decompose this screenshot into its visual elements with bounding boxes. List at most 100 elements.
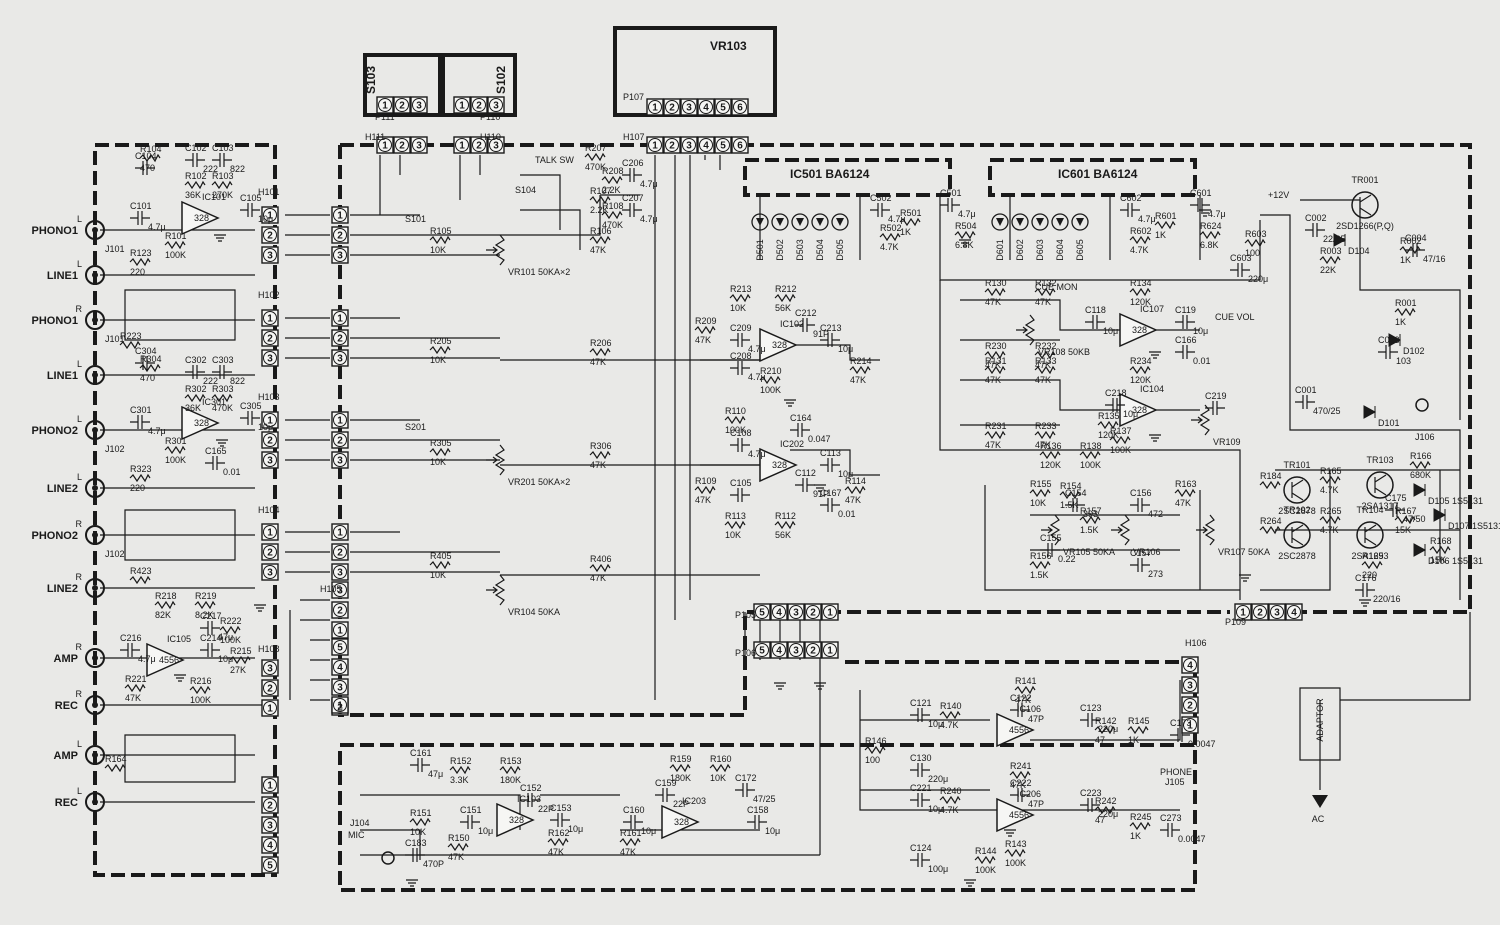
connector-pin-ring-icon [395,98,409,112]
resistor-value: 6.8K [955,240,974,250]
rca-jack-center-icon [92,372,98,378]
potentiometer-wiper-icon [486,456,498,464]
resistor-value: 120K [1040,460,1061,470]
resistor-ref: R219 [195,591,217,601]
resistor-value: 10K [725,530,741,540]
resistor-value: 1K [1400,255,1411,265]
connector-pin [663,98,681,116]
capacitor-value: 222 [203,376,218,386]
resistor-icon [1129,235,1151,245]
opamp-part: 328 [194,418,209,428]
rca-jack-icon [85,478,105,498]
capacitor-value: 822 [230,376,245,386]
capacitor-ref: C207 [622,193,644,203]
connector-pin-ring-icon [263,453,277,467]
resistor-icon [1094,805,1116,815]
resistor-ref: R501 [900,208,922,218]
connector-pin [787,641,805,659]
opamp-ref: IC203 [682,796,706,806]
resistor-value: 47K [850,375,866,385]
transistor-icon [1351,191,1379,219]
opamp-ref: IC102 [780,319,804,329]
resistor-icon [724,520,746,530]
resistor-icon [429,560,451,570]
connector-pin-ring-icon [472,138,486,152]
connector-pin [376,96,394,114]
resistor-ref: R230 [985,341,1007,351]
resistor-icon [774,293,796,303]
connector-pin-ring-icon [395,138,409,152]
resistor-value: 120K [1130,375,1151,385]
resistor-icon [974,855,996,865]
capacitor-ref: C302 [185,355,207,365]
resistor-value: 1K [900,227,911,237]
potentiometer-icon [494,574,506,606]
resistor-icon [1127,725,1149,735]
connector-pin [1251,603,1269,621]
resistor-value: 2.2K [602,185,621,195]
capacitor-icon [870,203,890,217]
capacitor-ref: C160 [623,805,645,815]
resistor-ref: R156 [1030,551,1052,561]
connector-pin [453,136,471,154]
capacitor-value: 10μ [765,826,780,836]
connector-pin [697,136,715,154]
capacitor-icon [1080,713,1100,727]
resistor-value: 47K [985,297,1001,307]
resistor-icon [1109,435,1131,445]
capacitor-ref: C305 [240,401,262,411]
capacitor-icon [795,318,815,332]
connector-label: P106 [735,648,756,658]
capacitor-icon [200,643,220,657]
jack-channel: L [77,259,82,269]
capacitor-ref: C206 [622,158,644,168]
s103-board [363,53,442,117]
capacitor-icon [1305,223,1325,237]
resistor-ref: R154 [1060,481,1082,491]
resistor-ref: R184 [1260,471,1282,481]
resistor-ref: R112 [775,511,796,521]
pin-number: 1 [652,103,658,114]
ground-icon [174,674,186,682]
diode-label: D102 [1403,346,1425,356]
ic501-outline [743,158,952,197]
connector-pin-ring-icon [263,525,277,539]
capacitor-value: 10μ [478,826,493,836]
capacitor-ref: C304 [135,346,157,356]
connector-label: P107 [623,92,644,102]
resistor-value: 100K [725,425,746,435]
pin-number: 2 [669,103,675,114]
resistor-ref: R218 [155,591,177,601]
resistor-ref: R208 [602,166,624,176]
ground-icon [406,879,418,887]
resistor-value: 4.7K [1320,485,1339,495]
resistor-icon [447,842,469,852]
connector-pin-ring-icon [333,413,347,427]
capacitor-value: 10μ [568,824,583,834]
pin-number: 2 [810,646,816,657]
connector-pin [261,451,279,469]
resistor-value: 47K [985,375,1001,385]
resistor-icon [1059,490,1081,500]
resistor-icon [1034,350,1056,360]
resistor-value: 1.5K [1060,500,1079,510]
connector-pin-ring-icon [333,248,347,262]
capacitor-ref: C124 [910,843,932,853]
pin-number: 4 [776,608,782,619]
connector-pin [731,98,749,116]
capacitor-icon [1105,398,1125,412]
resistor-icon [709,763,731,773]
connector-pin [261,856,279,874]
resistor-ref: R603 [1245,229,1267,239]
resistor-value: 47K [1015,695,1031,705]
pin-number: 4 [776,646,782,657]
rca-jack-center-icon [92,427,98,433]
connector-pin-ring-icon [263,228,277,242]
pin-number: 3 [337,251,343,262]
pin-number: 5 [759,646,765,657]
opamp-ref: IC301 [202,397,226,407]
connector-pin [1181,656,1199,674]
connector-pin [646,98,664,116]
jack-label: PHONO2 [32,530,78,542]
connector-pin-ring-icon [733,138,747,152]
